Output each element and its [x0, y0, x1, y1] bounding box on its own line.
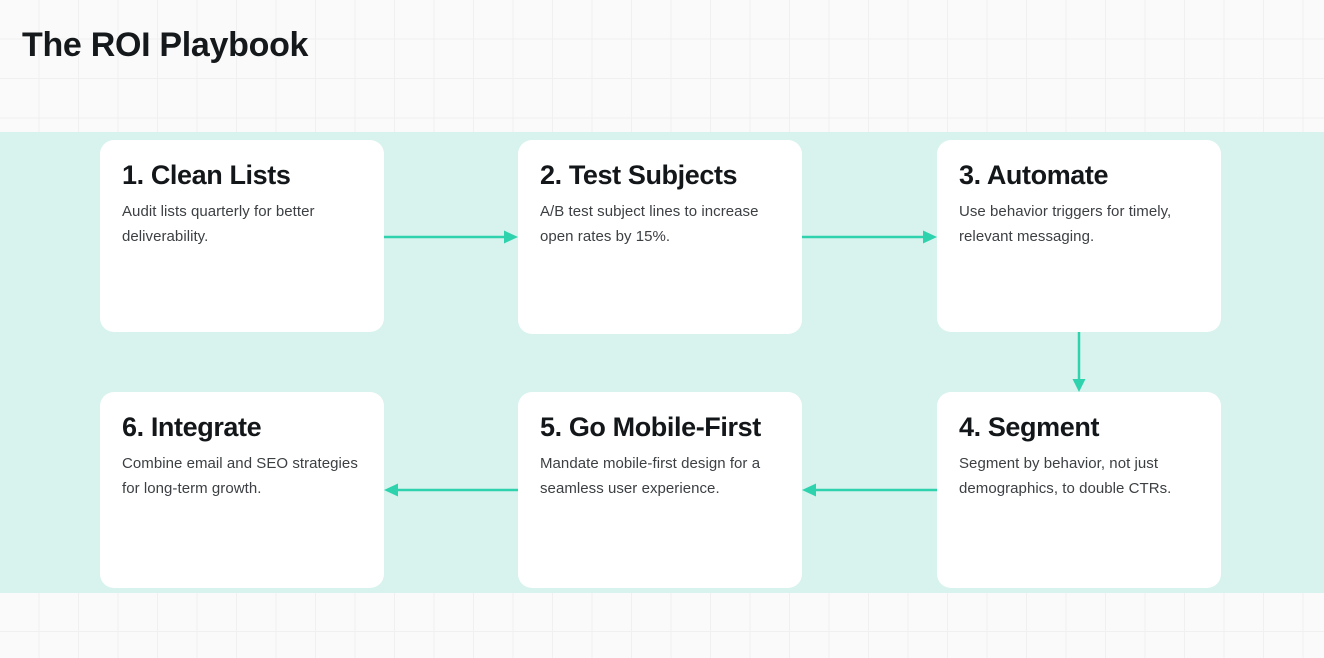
- step-card-2-body: A/B test subject lines to increase open …: [540, 203, 759, 246]
- step-card-2-title: 2. Test Subjects: [540, 160, 738, 190]
- step-card-3-body: Use behavior triggers for timely, releva…: [959, 203, 1172, 246]
- arrow-left-icon-step4-step5: [802, 480, 937, 500]
- step-card-5[interactable]: 5. Go Mobile-First Mandate mobile-first …: [518, 392, 802, 588]
- step-card-5-title: 5. Go Mobile-First: [540, 412, 761, 442]
- step-card-6-title: 6. Integrate: [122, 412, 262, 442]
- step-card-6[interactable]: 6. Integrate Combine email and SEO strat…: [100, 392, 384, 588]
- arrow-right-icon-step1-step2: [384, 227, 518, 247]
- step-card-5-body: Mandate mobile-first design for a seamle…: [540, 455, 761, 498]
- arrow-right-icon-step2-step3: [802, 227, 937, 247]
- step-card-2[interactable]: 2. Test Subjects A/B test subject lines …: [518, 140, 802, 334]
- step-card-6-body: Combine email and SEO strategies for lon…: [122, 455, 358, 498]
- arrow-down-icon-step3-step4: [1069, 332, 1089, 392]
- step-card-4[interactable]: 4. Segment Segment by behavior, not just…: [937, 392, 1221, 588]
- page-title: The ROI Playbook: [22, 26, 309, 64]
- step-card-4-body: Segment by behavior, not just demographi…: [959, 455, 1172, 498]
- step-card-3-title: 3. Automate: [959, 160, 1109, 190]
- step-card-1-title: 1. Clean Lists: [122, 160, 291, 190]
- step-card-4-title: 4. Segment: [959, 412, 1100, 442]
- step-card-1[interactable]: 1. Clean Lists Audit lists quarterly for…: [100, 140, 384, 332]
- step-card-3[interactable]: 3. Automate Use behavior triggers for ti…: [937, 140, 1221, 332]
- arrow-left-icon-step5-step6: [384, 480, 518, 500]
- step-card-1-body: Audit lists quarterly for better deliver…: [122, 203, 315, 246]
